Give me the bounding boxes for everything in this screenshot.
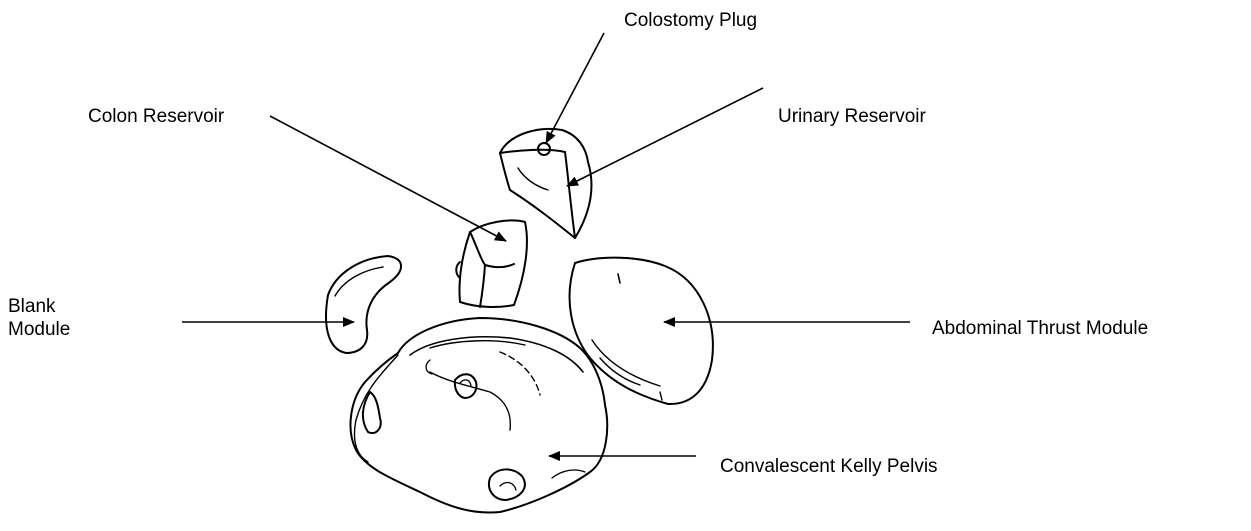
label-convalescent-kelly-pelvis: Convalescent Kelly Pelvis: [720, 455, 960, 497]
label-convalescent-kelly-pelvis-text: Convalescent Kelly Pelvis: [720, 456, 938, 477]
label-colon-reservoir: Colon Reservoir: [88, 106, 224, 128]
kelly-pelvis-part: [350, 318, 607, 513]
abdominal-thrust-module-part: [570, 258, 713, 404]
colostomy-plug-leader: [546, 33, 604, 143]
urinary-reservoir-part: [500, 129, 592, 238]
label-abdominal-thrust-module: Abdominal Thrust Module: [932, 318, 1148, 340]
colon-reservoir-leader: [270, 116, 506, 241]
label-blank-module: Blank Module: [8, 295, 98, 337]
blank-module-part: [326, 256, 401, 353]
label-blank-module-text: Blank Module: [8, 296, 70, 337]
urinary-reservoir-leader: [567, 88, 763, 186]
label-urinary-reservoir: Urinary Reservoir: [778, 106, 926, 128]
label-colostomy-plug: Colostomy Plug: [624, 10, 757, 32]
